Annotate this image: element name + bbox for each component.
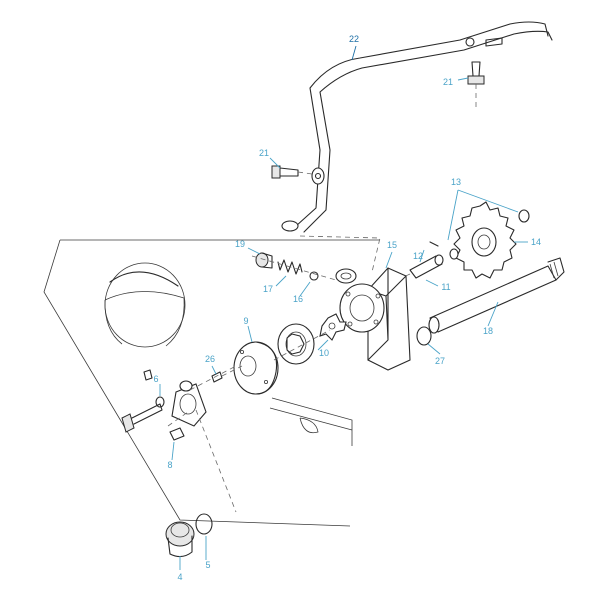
part-5-o-ring [195,513,213,535]
callout-6[interactable]: 6 [153,374,158,384]
part-9-pump-cover [233,341,279,395]
callout-labels: 22 21 21 13 14 12 19 15 17 16 11 9 18 10… [153,34,541,582]
part-12-pin [429,241,439,247]
callout-27[interactable]: 27 [435,356,445,366]
part-13-circlip-washer [449,209,530,260]
callout-10[interactable]: 10 [319,348,329,358]
callout-16[interactable]: 16 [293,294,303,304]
relief-valve-axis [251,255,337,281]
part-4-drain-plug [165,521,195,558]
part-14-oil-pump-gear [453,201,517,279]
callout-11[interactable]: 11 [441,282,450,292]
engine-case-outline [43,239,380,527]
callout-17[interactable]: 17 [263,284,273,294]
part-21-bolt-lower [271,165,313,179]
callout-5[interactable]: 5 [205,560,210,570]
part-15-pump-housing [335,267,411,371]
callout-13[interactable]: 13 [451,177,461,187]
callout-21-lower[interactable]: 21 [259,148,269,158]
callout-4[interactable]: 4 [177,572,182,582]
callout-leaders [159,45,528,570]
callout-22[interactable]: 22 [349,34,359,44]
callout-14[interactable]: 14 [531,237,541,247]
drain-plug-axis [195,409,237,513]
callout-9[interactable]: 9 [243,316,248,326]
part-27-o-ring [416,326,432,346]
callout-19[interactable]: 19 [235,239,245,249]
callout-12[interactable]: 12 [413,251,423,261]
long-bolt [121,403,163,433]
callout-8[interactable]: 8 [167,460,172,470]
part-16-ball [309,271,319,281]
part-22-oil-pipe [281,21,553,233]
part-21-bolt-upper [467,61,485,110]
part-8-dowel [169,427,185,441]
part-19-plug [255,252,273,269]
callout-15[interactable]: 15 [387,240,397,250]
callout-21-upper[interactable]: 21 [443,77,453,87]
part-26-screw [211,365,243,383]
assembly-axes [167,235,381,427]
callout-26[interactable]: 26 [205,354,215,364]
part-10-inner-rotor [319,313,347,341]
mounting-bracket [171,380,207,427]
callout-18[interactable]: 18 [483,326,493,336]
outer-rotor [277,323,315,365]
part-18-oil-tube [428,257,565,334]
